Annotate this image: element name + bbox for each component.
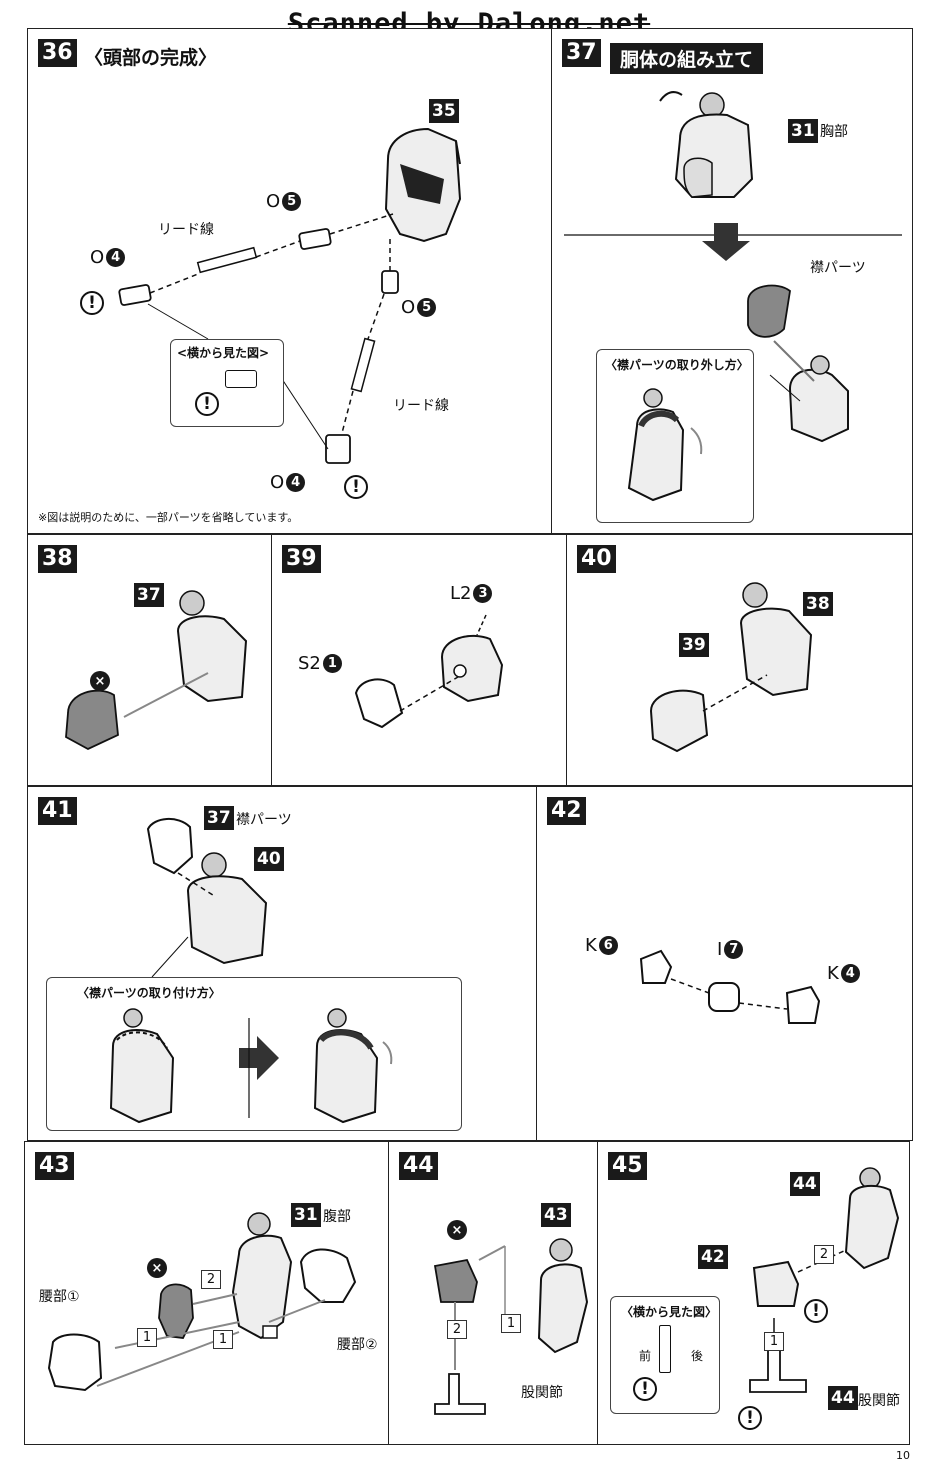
step-number: 38 xyxy=(38,545,77,573)
torso-assembly-drawing xyxy=(564,91,902,443)
collar-attach-steps-drawing xyxy=(109,1008,393,1124)
chest-collar-drawing xyxy=(65,590,248,751)
part-number-badge: 37 xyxy=(134,583,164,607)
collar-removal-title: 〈襟パーツの取り外し方〉 xyxy=(605,358,749,372)
head-assembly-drawing xyxy=(118,127,462,464)
part-number-badge: 42 xyxy=(698,1245,728,1269)
chest-label: 胸部 xyxy=(820,124,848,140)
part-number-badge: 38 xyxy=(803,592,833,616)
page-number: 10 xyxy=(896,1449,910,1462)
collar-part-label: 襟パーツ xyxy=(236,812,292,828)
step-order-box: 2 xyxy=(447,1320,467,1339)
part-number-badge: 43 xyxy=(541,1203,571,1227)
side-view-inset: <横から見た図> ! xyxy=(170,339,284,427)
part-number-badge: 39 xyxy=(679,633,709,657)
part-number-badge: 31 xyxy=(291,1203,321,1227)
step-38-panel: 38 37 × xyxy=(27,534,273,786)
step-number: 44 xyxy=(399,1152,438,1180)
torso-frame-drawing xyxy=(649,582,813,753)
lead-wire-label: リード線 xyxy=(393,398,449,414)
step-order-box: 1 xyxy=(137,1328,157,1347)
abdomen-label: 腹部 xyxy=(323,1209,351,1225)
warning-icon: ! xyxy=(738,1406,762,1430)
collar-removal-inset: 〈襟パーツの取り外し方〉 xyxy=(596,349,754,523)
step-number: 37 xyxy=(562,39,601,67)
step-title: 〈頭部の完成〉 xyxy=(84,47,218,69)
step-title: 胴体の組み立て xyxy=(610,43,764,74)
hip-side-drawing xyxy=(659,1325,671,1373)
inner-frame-drawing xyxy=(354,614,504,729)
step-number: 45 xyxy=(608,1152,647,1180)
front-label: 前 xyxy=(639,1349,652,1363)
step-order-box: 1 xyxy=(764,1332,784,1351)
torso-hip-drawing xyxy=(749,1167,900,1393)
part-number-badge: 35 xyxy=(429,99,459,123)
ng-icon: × xyxy=(90,671,110,691)
collar-part-label: 襟パーツ xyxy=(810,260,866,276)
step-40-panel: 40 38 39 xyxy=(566,534,913,786)
step-number: 43 xyxy=(35,1152,74,1180)
step-number: 39 xyxy=(282,545,321,573)
part-number-badge: 31 xyxy=(788,119,818,143)
collar-attach-drawing xyxy=(146,818,268,978)
step-order-box: 1 xyxy=(213,1330,233,1349)
abdomen-assembly-drawing xyxy=(47,1212,357,1392)
step-37-panel: 37 胴体の組み立て 31 胸部 襟パーツ 〈襟パーツの取り外し方〉 xyxy=(551,28,913,534)
warning-icon: ! xyxy=(633,1377,657,1401)
side-view-title: <横から見た図> xyxy=(177,346,270,360)
step-order-box: 2 xyxy=(201,1270,221,1289)
ng-icon: × xyxy=(147,1258,167,1278)
warning-icon: ! xyxy=(80,291,104,315)
hip-joint-block-drawing xyxy=(639,949,821,1024)
hip-joint-label: 股関節 xyxy=(521,1385,563,1401)
hip-joint-label: 股関節 xyxy=(858,1393,900,1409)
collar-removal-drawing xyxy=(627,388,703,502)
step-45-panel: 45 44 42 2 1 ! ! 〈横から見た図〉 前 後 ! 44 股関節 xyxy=(597,1141,910,1445)
sleeve-part-drawing xyxy=(225,370,257,388)
step-number: 36 xyxy=(38,39,77,67)
ng-icon: × xyxy=(447,1220,467,1240)
side-view-title: 〈横から見た図〉 xyxy=(621,1305,718,1319)
part-number-badge: 44 xyxy=(790,1172,820,1196)
footnote: ※図は説明のために、一部パーツを省略しています。 xyxy=(38,511,299,524)
hip-joint-assembly-drawing xyxy=(433,1238,589,1415)
waist-2-label: 腰部② xyxy=(337,1337,378,1353)
side-view-inset: 〈横から見た図〉 前 後 ! xyxy=(610,1296,720,1414)
step-43-panel: 43 31 腹部 腰部① 腰部② × 2 1 1 xyxy=(24,1141,390,1445)
step-44-panel: 44 43 股関節 × 2 1 xyxy=(388,1141,599,1445)
lead-wire-label: リード線 xyxy=(158,222,214,238)
warning-icon: ! xyxy=(344,475,368,499)
step-41-panel: 41 37 襟パーツ 40 〈襟パーツの取り付け方〉 xyxy=(27,786,538,1141)
warning-icon: ! xyxy=(804,1299,828,1323)
hip-part-badge: 44 xyxy=(828,1386,858,1410)
step-number: 41 xyxy=(38,797,77,825)
step-order-box: 2 xyxy=(814,1245,834,1264)
collar-attach-inset: 〈襟パーツの取り付け方〉 xyxy=(46,977,462,1131)
warning-icon: ! xyxy=(195,392,219,416)
waist-1-label: 腰部① xyxy=(39,1289,80,1305)
back-label: 後 xyxy=(691,1349,704,1363)
part-number-badge: 40 xyxy=(254,847,284,871)
step-order-box: 1 xyxy=(501,1314,521,1333)
step-number: 40 xyxy=(577,545,616,573)
step-number: 42 xyxy=(547,797,586,825)
part-number-badge: 37 xyxy=(204,806,234,830)
collar-attach-title: 〈襟パーツの取り付け方〉 xyxy=(77,986,221,1000)
